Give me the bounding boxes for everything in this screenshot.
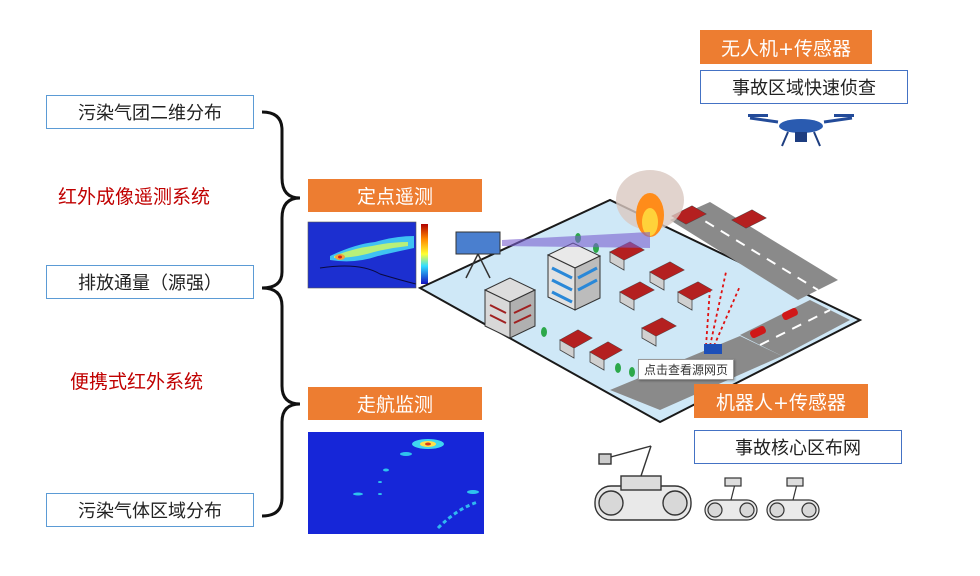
robot-sensor-label: 机器人+传感器 xyxy=(694,384,868,418)
mobile-monitoring-map xyxy=(308,432,484,534)
gas-plume-image xyxy=(307,221,428,289)
view-source-tooltip[interactable]: 点击查看源网页 xyxy=(638,359,735,380)
drone-task-box: 事故区域快速侦查 xyxy=(700,70,908,104)
building-left xyxy=(483,277,537,339)
portable-infrared-system-label: 便携式红外系统 xyxy=(70,371,204,393)
fixed-point-monitoring-label: 定点遥测 xyxy=(308,179,482,212)
drone-sensor-label: 无人机+传感器 xyxy=(700,30,872,64)
robot-task-box: 事故核心区布网 xyxy=(694,430,902,464)
mobile-monitoring-label: 走航监测 xyxy=(308,387,482,420)
infrared-imaging-system-label: 红外成像遥测系统 xyxy=(58,186,211,208)
pollution-cloud-2d-box: 污染气团二维分布 xyxy=(46,95,254,129)
emission-flux-box: 排放通量（源强） xyxy=(46,265,254,299)
bracket-lines xyxy=(261,110,301,518)
robot-icon xyxy=(594,445,820,521)
gas-region-distribution-box: 污染气体区域分布 xyxy=(46,493,254,527)
drone-icon xyxy=(748,114,854,147)
building-blue xyxy=(546,242,602,311)
